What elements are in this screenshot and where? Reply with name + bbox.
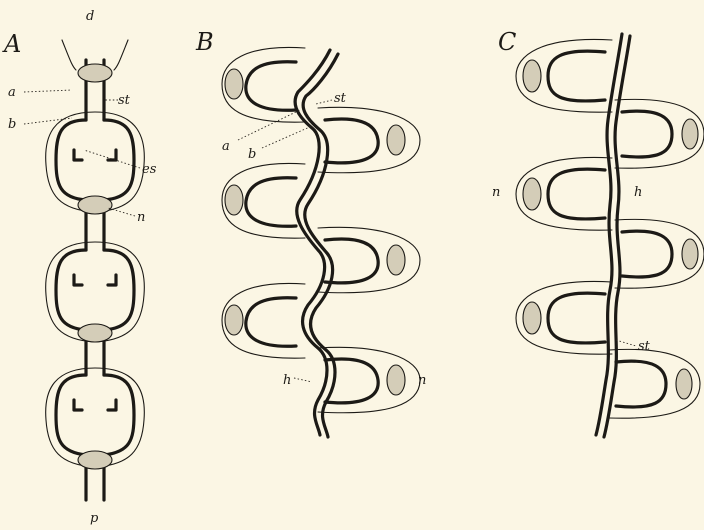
label-st-c: st [638,339,651,354]
label-n-c: n [492,185,500,200]
nucleus [225,185,243,215]
label-es: es [142,162,157,177]
nucleus [78,451,112,469]
label-n-b: n [418,373,426,388]
nucleus [523,302,541,334]
nucleus [387,125,405,155]
nucleus [78,64,112,82]
nucleus [78,196,112,214]
panel-label-c: C [498,28,516,56]
label-st-b: st [334,91,347,106]
panel-label-b: B [195,28,214,56]
nucleus [387,245,405,275]
label-h-b: h [283,373,291,388]
label-d: d [86,9,94,24]
label-n-a: n [137,210,145,225]
panel-b-drawing [222,47,420,437]
nucleus [682,119,698,149]
nucleus [676,369,692,399]
nucleus [387,365,405,395]
nucleus [78,324,112,342]
label-b-b: b [248,147,256,162]
label-st-a: st [118,93,131,108]
label-p: p [90,511,99,526]
label-a: a [8,85,16,100]
nucleus [523,60,541,92]
nucleus [523,178,541,210]
nucleus [225,69,243,99]
label-b: b [8,117,16,132]
label-a-b: a [222,139,230,154]
panel-a-drawing [24,40,144,500]
nucleus [682,239,698,269]
nucleus [225,305,243,335]
label-h-c: h [634,185,642,200]
panel-label-a: A [2,30,21,58]
panel-c-drawing [516,34,704,437]
